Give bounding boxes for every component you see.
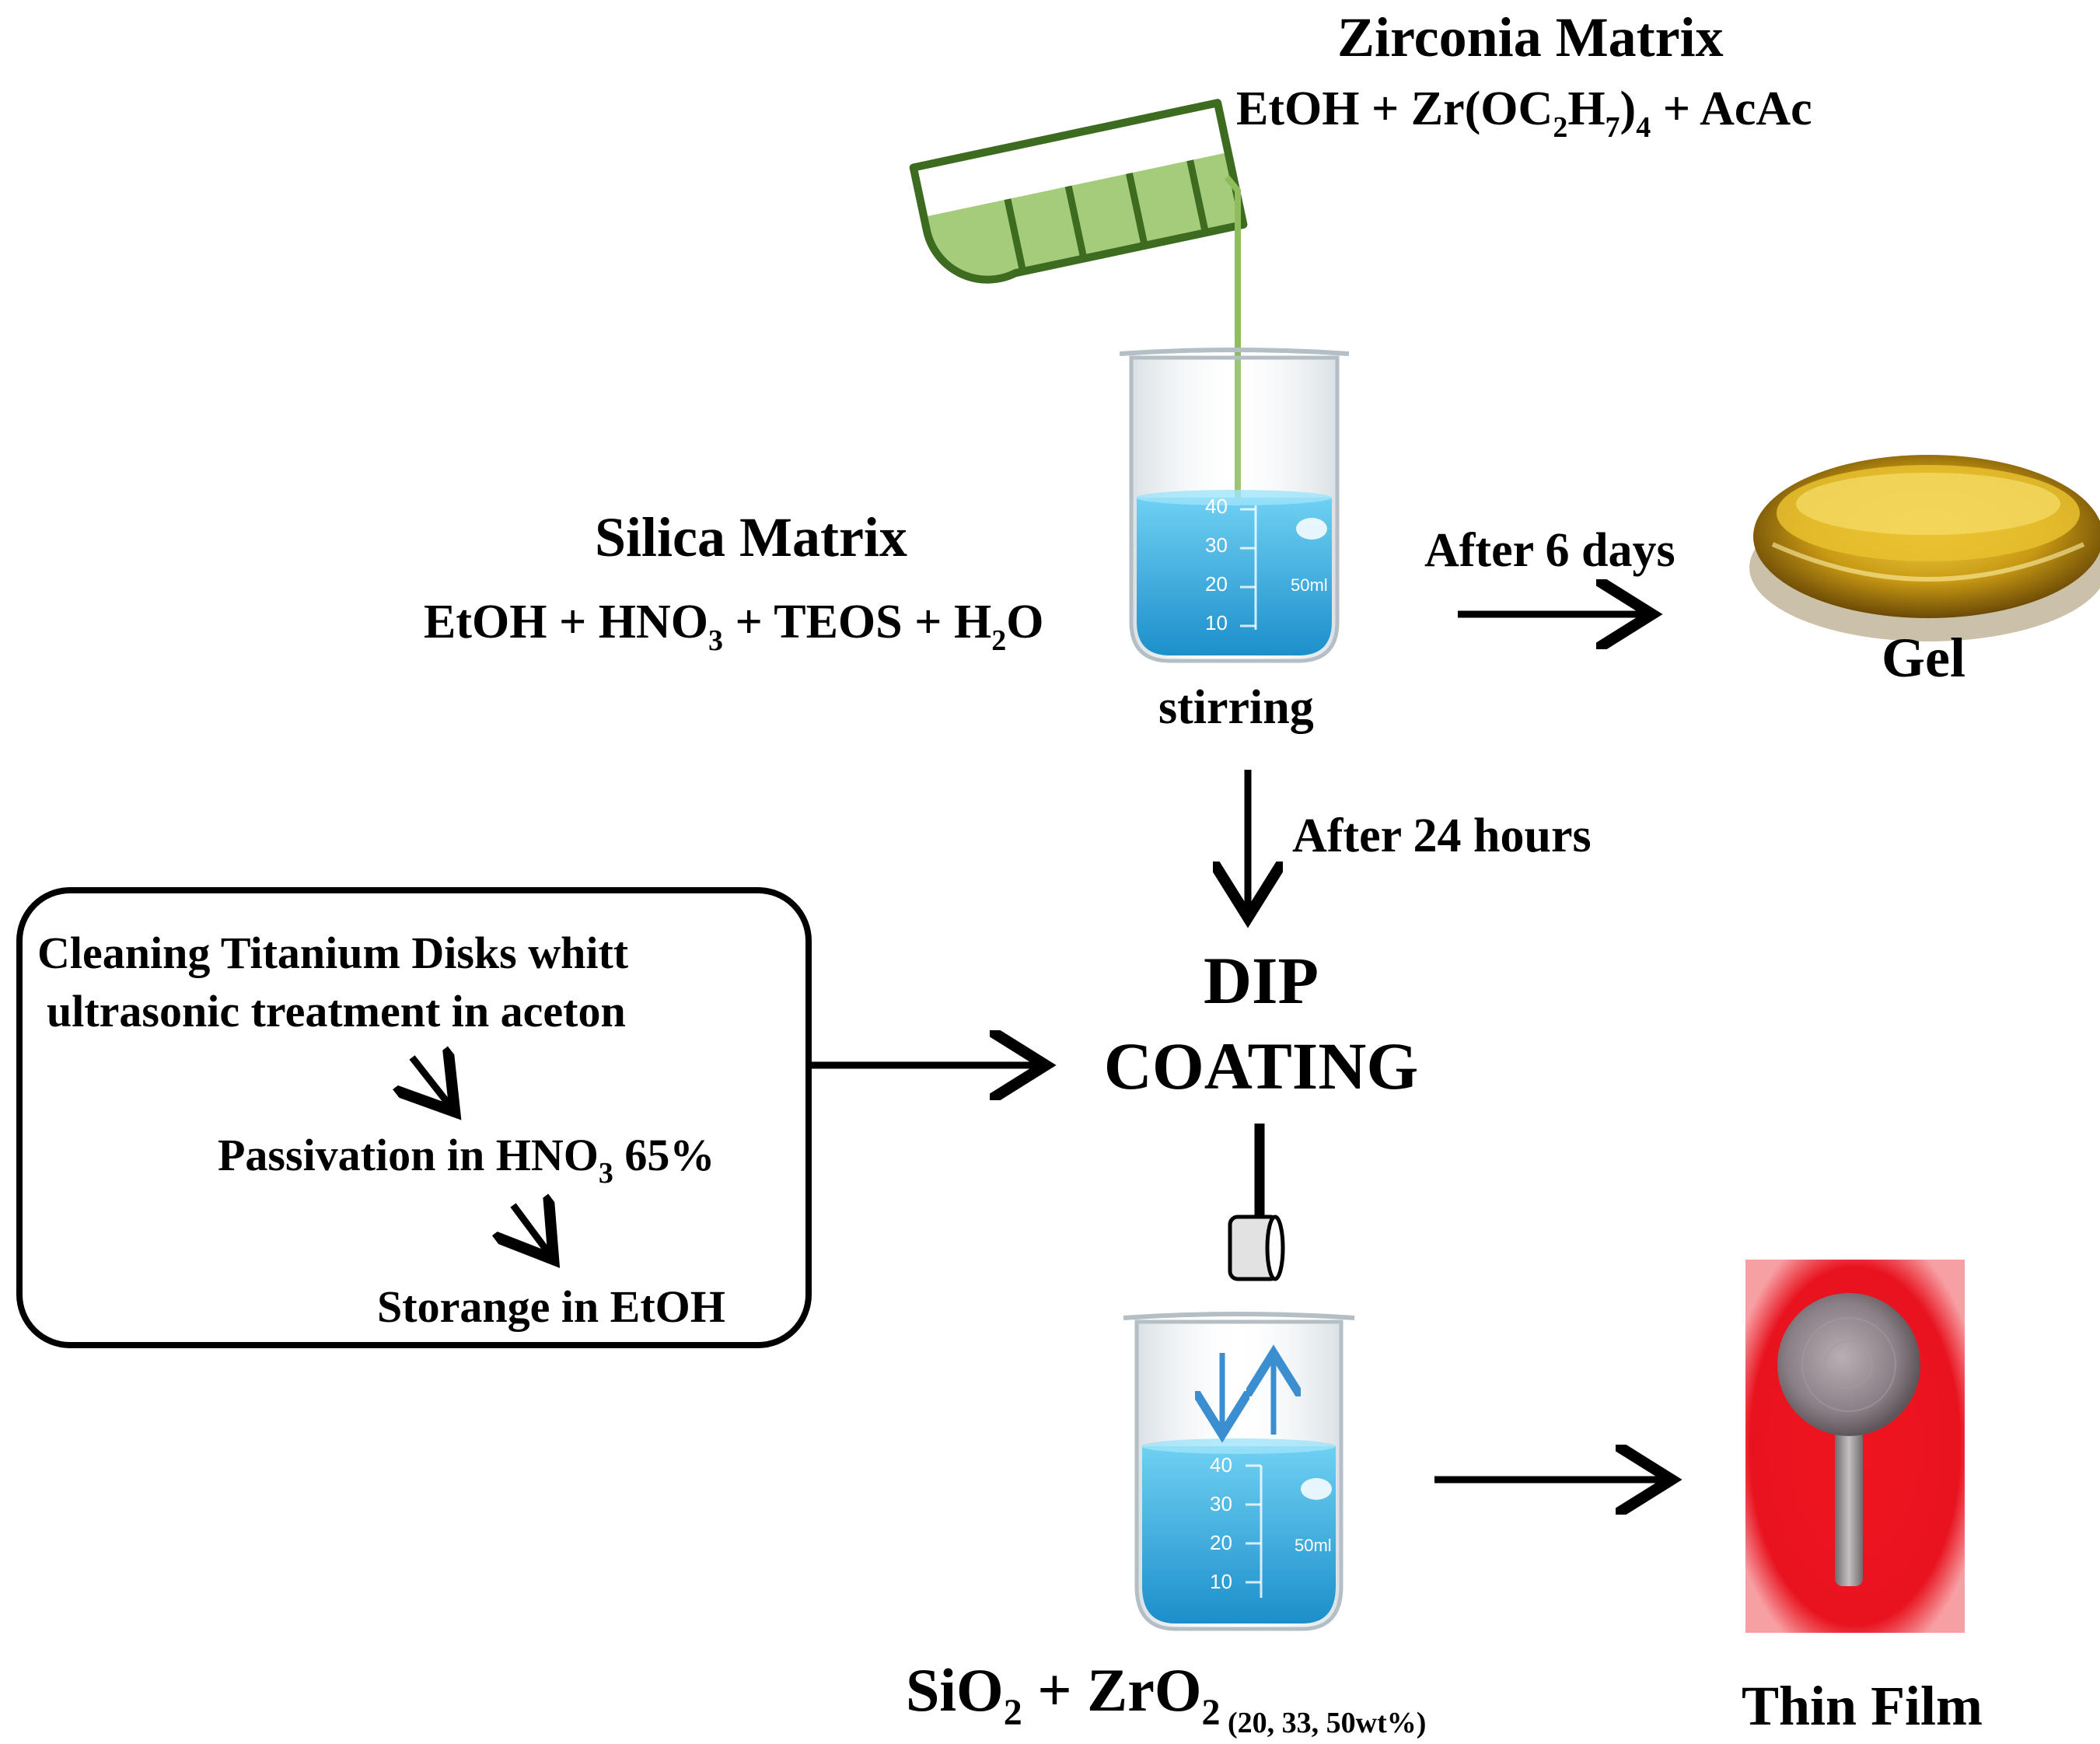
silica-title: Silica Matrix: [595, 506, 907, 568]
beaker-bottom-mark-40: 40: [1210, 1453, 1232, 1477]
beaker-top-volume: 50ml: [1291, 575, 1328, 595]
beaker-bottom-mark-20: 20: [1210, 1531, 1232, 1554]
after-24-hours-label: After 24 hours: [1292, 809, 1592, 862]
beaker-bottom-icon: 40 30 20 10 50ml: [1123, 1312, 1355, 1631]
storage-step: Storange in EtOH: [377, 1281, 725, 1332]
beaker-top-mark-40: 40: [1205, 495, 1228, 518]
stirring-label: stirring: [1158, 681, 1314, 734]
dip-holder-icon: [1228, 1124, 1285, 1281]
zirconia-formula: EtOH + Zr(OC2H7)4 + AcAc: [1236, 82, 1812, 144]
beaker-top-mark-30: 30: [1205, 533, 1228, 557]
passivation-step: Passivation in HNO3 65%: [218, 1130, 715, 1190]
gel-image: [1749, 455, 2100, 641]
zirconia-title: Zirconia Matrix: [1337, 6, 1724, 68]
beaker-top-mark-10: 10: [1205, 611, 1228, 634]
test-tube-icon: [909, 99, 1248, 284]
cleaning-step-arrow-1: [412, 1057, 455, 1112]
after-6-days-label: After 6 days: [1424, 524, 1675, 577]
thin-film-photo: [1745, 1260, 1965, 1633]
cleaning-line2: ultrasonic treatment in aceton: [47, 986, 626, 1036]
beaker-bottom-mark-10: 10: [1210, 1570, 1232, 1593]
dip-coating-line1: DIP: [1204, 943, 1319, 1018]
beaker-top-mark-20: 20: [1205, 572, 1228, 596]
composite-formula: SiO2 + ZrO2 (20, 33, 50wt%): [906, 1656, 1426, 1739]
cleaning-step-arrow-2: [513, 1205, 554, 1260]
beaker-bottom-volume: 50ml: [1295, 1536, 1332, 1555]
cleaning-line1: Cleaning Titanium Disks whitt: [37, 928, 629, 978]
dip-coating-line2: COATING: [1104, 1029, 1419, 1103]
silica-formula: EtOH + HNO3 + TEOS + H2O: [424, 596, 1043, 657]
beaker-bottom-mark-30: 30: [1210, 1492, 1232, 1515]
thin-film-label: Thin Film: [1742, 1675, 1983, 1737]
beaker-top-icon: 40 30 20 10 50ml: [1119, 348, 1350, 663]
gel-label: Gel: [1882, 627, 1965, 689]
